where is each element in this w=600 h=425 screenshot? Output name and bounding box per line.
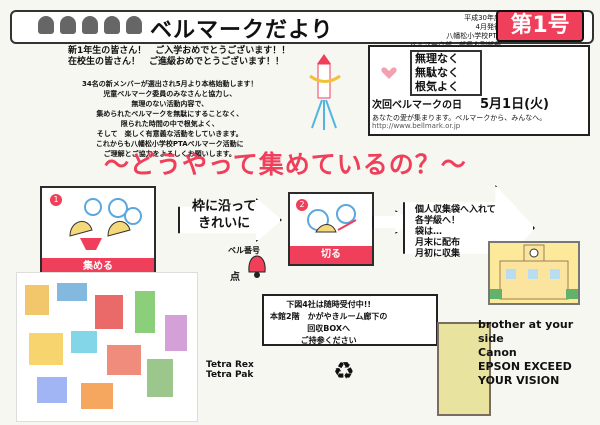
school-illustration: [488, 241, 580, 305]
school-icon: [490, 244, 578, 300]
bellmark-url[interactable]: http://www.bellmark.or.jp: [372, 122, 461, 130]
collect-illustration: [50, 196, 146, 254]
charm-icon: [309, 54, 341, 130]
bell-number-label: ベル番号: [228, 246, 260, 255]
section-heading: 〜どうやって集めているの？〜: [104, 150, 467, 179]
panel-note: あなたの愛が集まります。ベルマークから、みんなへ。: [372, 114, 547, 122]
next-bellmark-label: 次回ベルマークの日: [372, 100, 462, 111]
collection-instructions: 個人収集袋へ入れて 各学級へ！ 袋は… 月末に配布 月初に収集: [415, 205, 496, 259]
collection-box: [437, 322, 491, 416]
bellmark-products-collage: [16, 272, 198, 422]
step-cut-card: 2 切る: [288, 192, 374, 266]
products-icon: [25, 283, 187, 409]
step-label: 集める: [42, 258, 154, 276]
point-label: 点: [230, 272, 240, 283]
brand-logos: brother at your side Canon EPSON EXCEED …: [478, 318, 574, 387]
slogan-box: [410, 50, 482, 96]
step-label: 切る: [290, 246, 372, 264]
bell-decoration: [38, 16, 142, 34]
bell-icon: [60, 16, 76, 34]
intro-text: 34名の新メンバーが選出され5月より本格始動します！ 児童ベルマーク委員のみなさ…: [82, 80, 258, 158]
issue-badge: 第1号: [496, 10, 584, 42]
cut-illustration: [298, 202, 364, 242]
scissors-icon: [307, 204, 357, 233]
step-collect-card: 1 集める: [40, 186, 156, 278]
collection-notice: 下図4社は随時受付中!! 本館2階 かがやきルーム廊下の 回収BOXへ ご持参く…: [270, 300, 388, 345]
bell-mark-icon: [245, 252, 269, 280]
bell-icon: [126, 16, 142, 34]
next-bellmark-date: 5月1日(火): [480, 97, 549, 112]
step-number: 2: [296, 199, 308, 211]
slogan-list: 無理なく 無駄なく 根気よく: [415, 52, 459, 93]
step-number: 1: [50, 194, 62, 206]
heart-icon: [381, 65, 397, 79]
cut-instruction: 枠に沿って きれいに: [192, 199, 257, 231]
collect-icon: [69, 198, 142, 250]
mascot-charm: [300, 52, 350, 132]
bell-icon: [38, 16, 54, 34]
bell-icon: [104, 16, 120, 34]
page-title: ベルマークだより: [150, 18, 334, 43]
recycle-icon: ♻: [333, 357, 355, 385]
bell-icon: [82, 16, 98, 34]
welcome-message: 新1年生の皆さん！ ご入学おめでとうございます！！ 在校生の皆さん！ ご進級おめ…: [68, 46, 291, 67]
collection-notice-box: [262, 294, 438, 346]
tetra-pak-logo: Tetra Rex Tetra Pak: [206, 360, 254, 380]
